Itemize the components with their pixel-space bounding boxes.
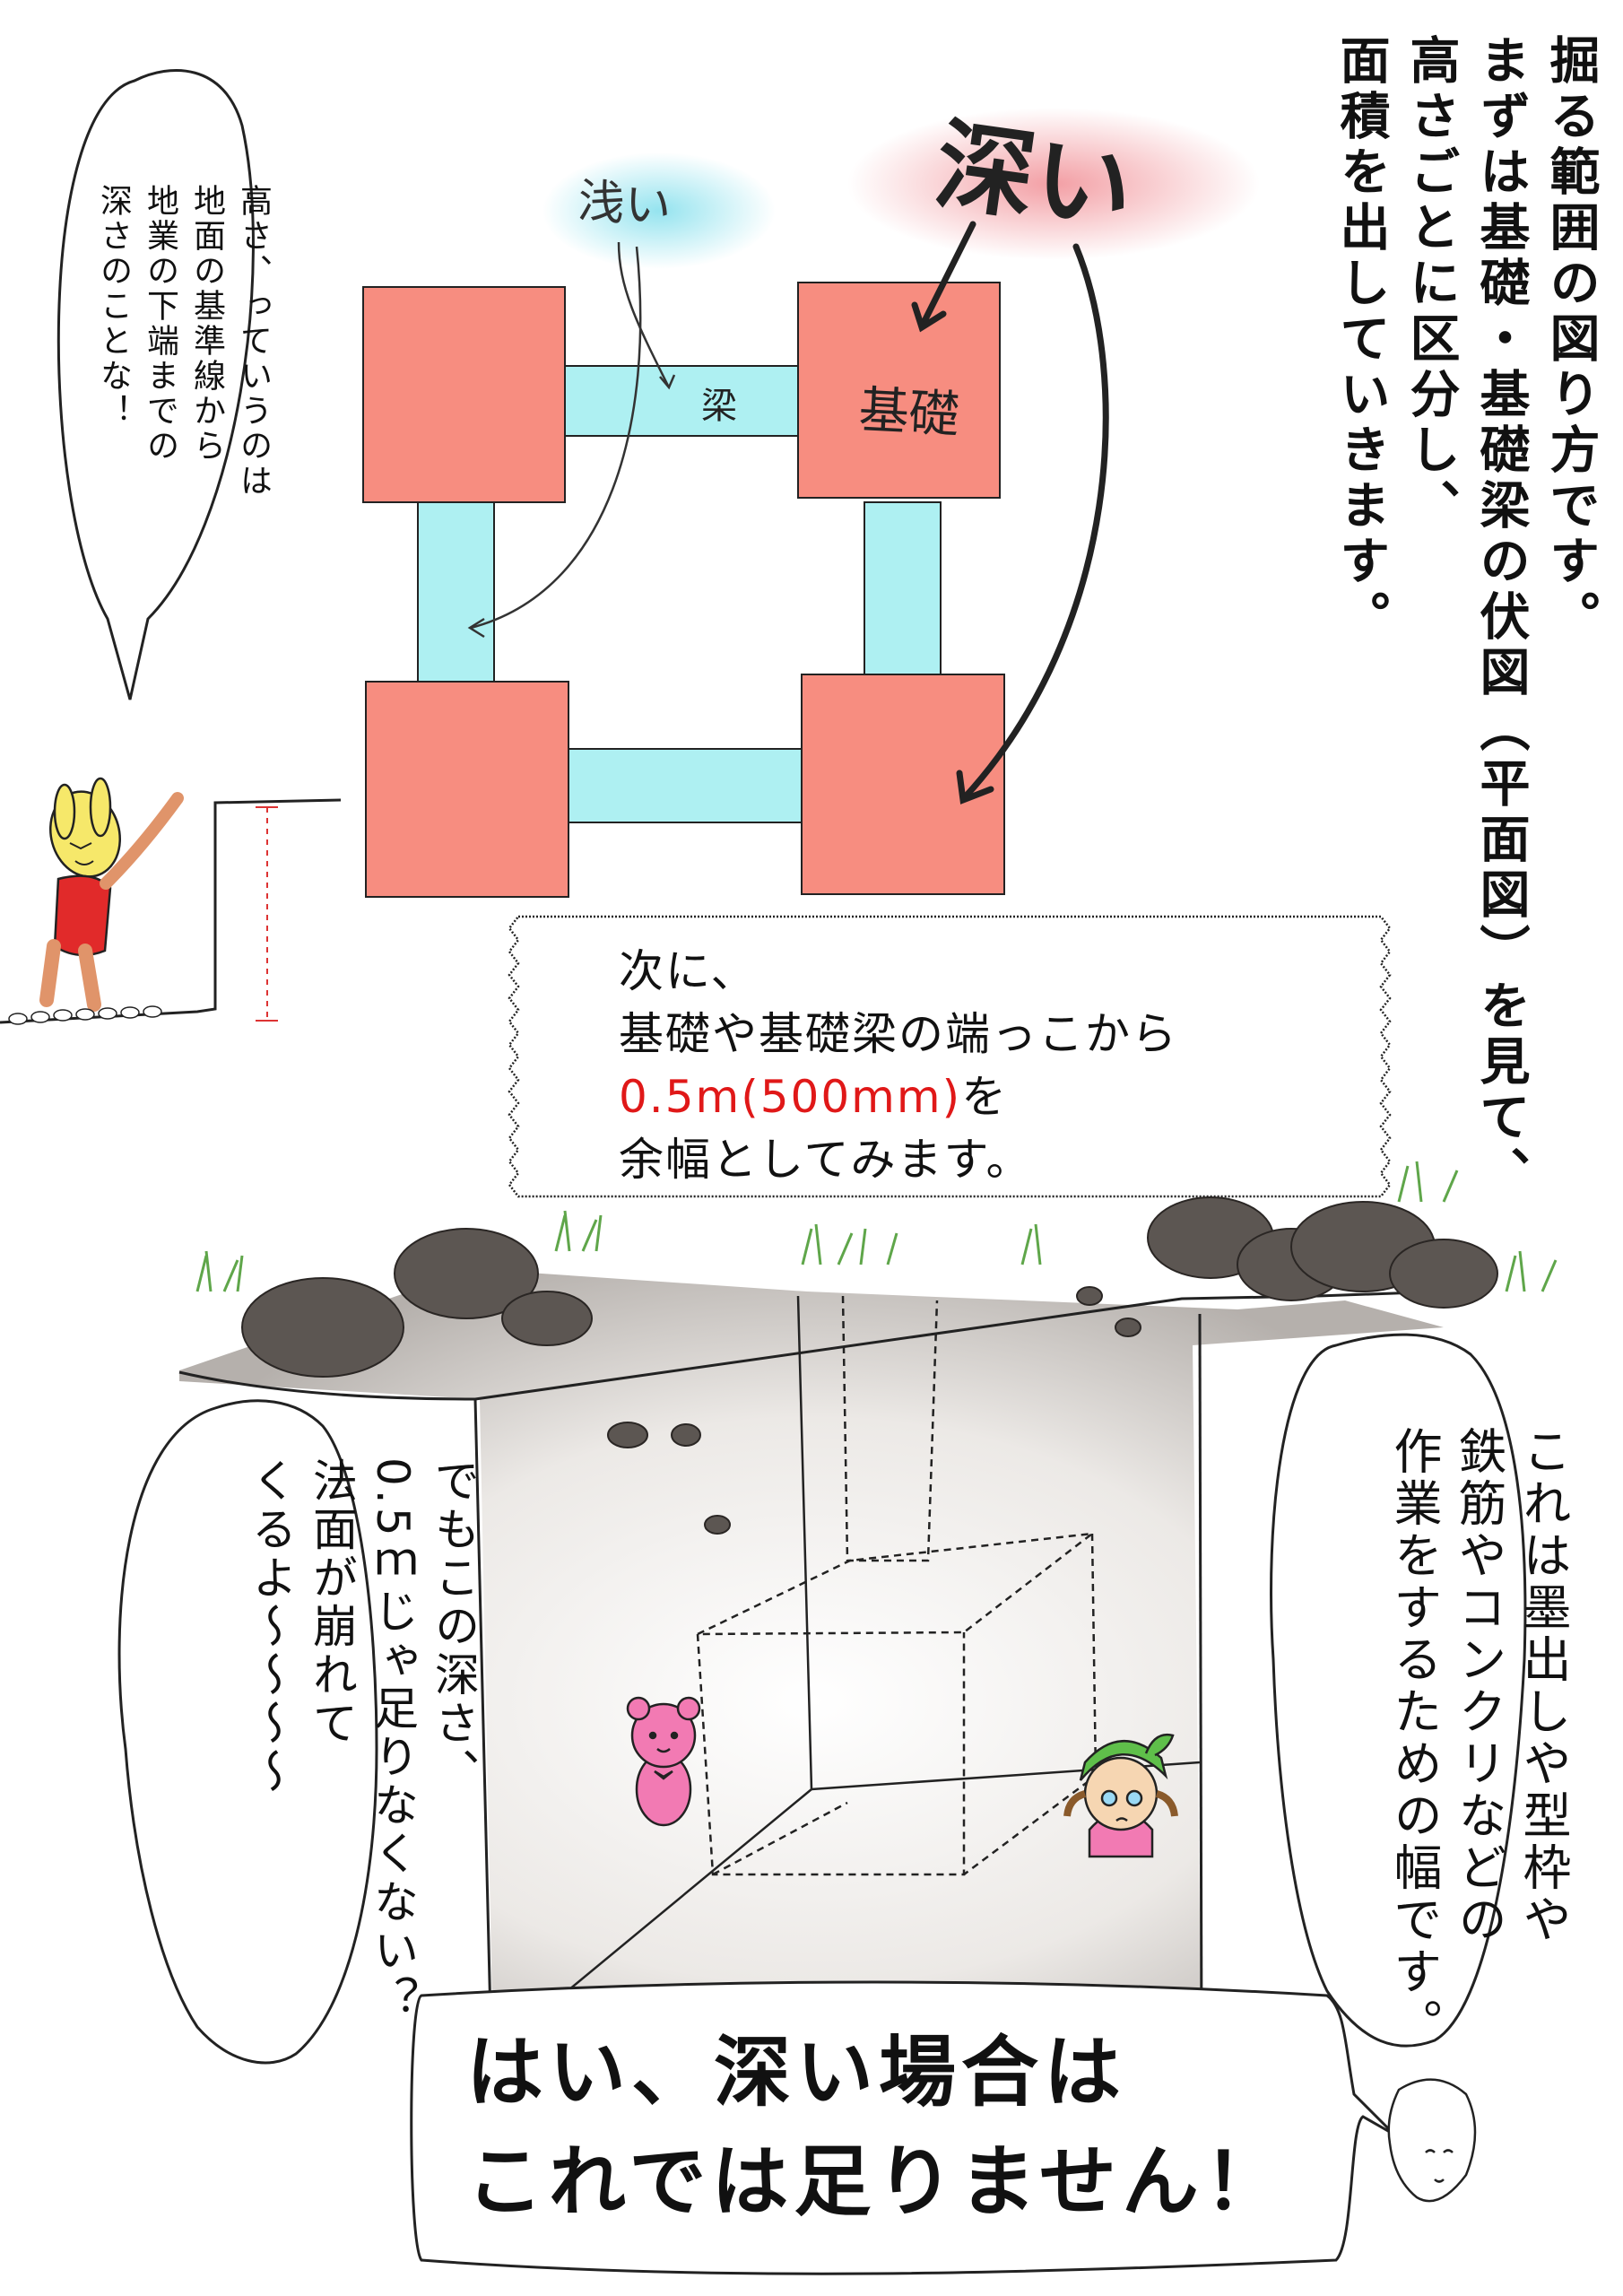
- beam-top: [564, 365, 799, 437]
- deep-label: 深い: [928, 107, 1141, 248]
- beam-label: 梁: [701, 386, 737, 427]
- beam-left: [417, 501, 495, 683]
- narrator-face: [1387, 2078, 1477, 2203]
- foundation-bottom-left: [365, 681, 569, 898]
- arrow-shallow-2: [470, 246, 642, 630]
- beam-bottom: [568, 748, 803, 823]
- bubble-center-left-shape: [117, 1399, 378, 2065]
- foundation-top-left: [362, 286, 566, 503]
- margin-value: 0.5m(500mm): [619, 1071, 962, 1123]
- margin-note-text: 次に、 基礎や基礎梁の端っこから 0.5m(500mm)を 余幅としてみます。: [619, 945, 1178, 1186]
- shallow-highlight: [542, 152, 776, 269]
- arrows: [911, 221, 1109, 804]
- arrow-deep-2: [960, 243, 1109, 802]
- narration-text: 掘る範囲の図り方です。 まずは基礎・基礎梁の伏図（平面図）を見て、 高さごとに区…: [1332, 34, 1600, 1202]
- bubble-left-shape: [56, 69, 255, 700]
- rabbit-character: [0, 777, 342, 1025]
- final-statement: はい、深い場合は これでは足りません！: [466, 2028, 1287, 2227]
- final-bubble-shape: [410, 1980, 1396, 2275]
- beam-group: [417, 365, 942, 823]
- foundation-group: [362, 282, 1005, 898]
- bubble-right-text: これは墨出しや型枠や 鉄筋やコンクリなどの 作業をするための幅です。: [1385, 1426, 1571, 2050]
- foundation-bottom-right: [801, 674, 1005, 895]
- shallow-label: 浅い: [576, 174, 673, 235]
- beam-right: [864, 501, 942, 683]
- arrow-shallow-1: [617, 241, 670, 387]
- foundation-top-right: [797, 282, 1001, 499]
- arrow-deep-1: [920, 221, 976, 326]
- foundation-label: 基礎: [857, 381, 961, 445]
- bubble-center-left-text: でもこの深さ、 0.5ｍじゃ足りなくない？ 法面が崩れて くるよ〜〜〜〜: [245, 1457, 480, 2024]
- bubble-left-text: 高さ、っていうのは 地面の基準線から 地業の下端までの 深さのことな！: [95, 184, 272, 499]
- girl-character: [1063, 1733, 1178, 1858]
- bubble-right-shape: [1270, 1333, 1527, 2048]
- note-box-border: [508, 915, 1392, 1198]
- arrows-thin: [467, 241, 676, 639]
- bear-character: [626, 1696, 701, 1827]
- deep-highlight: [847, 108, 1260, 260]
